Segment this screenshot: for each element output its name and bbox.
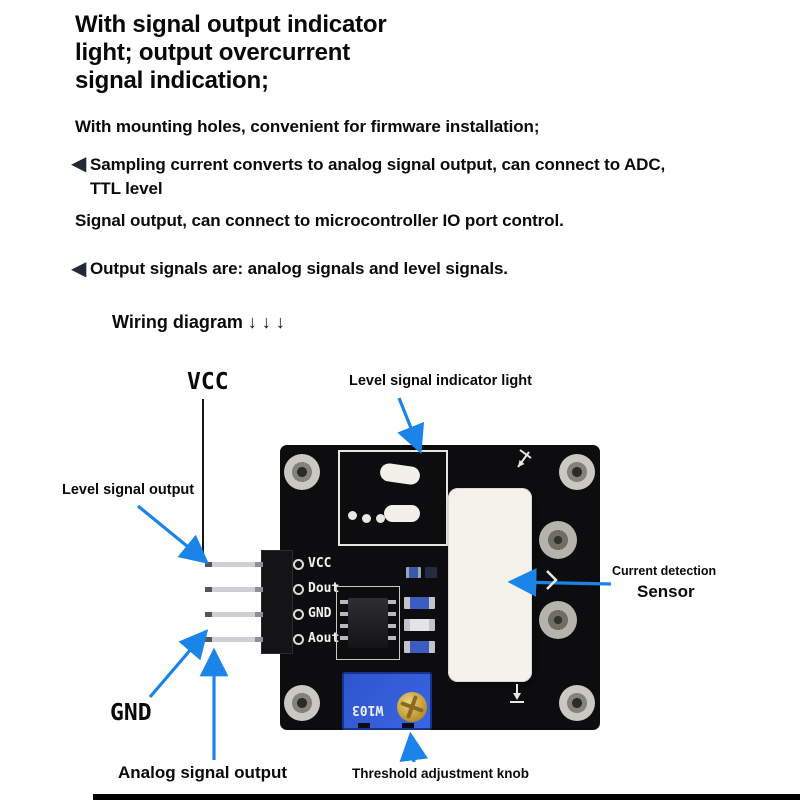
pin-label-aout: Aout	[308, 631, 340, 646]
header-pin-vcc	[205, 562, 263, 567]
level-output-label: Level signal output	[62, 482, 195, 498]
pcb-board: VCC Dout GND Aout W103	[205, 445, 600, 730]
ic-chip	[348, 598, 388, 648]
silkscreen-dot	[362, 514, 371, 523]
smd-resistor	[404, 597, 435, 609]
bottom-divider	[93, 794, 800, 800]
ic-silkscreen-outline	[336, 586, 400, 660]
feature-mounting-holes: With mounting holes, convenient for firm…	[75, 117, 540, 136]
pin-label-vcc: VCC	[308, 556, 332, 571]
header-pin-aout	[205, 637, 263, 642]
level-output-arrow	[136, 504, 209, 565]
smd-resistor	[406, 567, 421, 578]
terminal-pad	[539, 521, 577, 559]
potentiometer-marking: W103	[352, 702, 384, 717]
solder-pad	[293, 609, 304, 620]
adjustment-screw	[397, 692, 427, 722]
mounting-hole	[284, 685, 320, 721]
potentiometer: W103	[342, 672, 432, 730]
header-pin-gnd	[205, 612, 263, 617]
indicator-led	[384, 505, 420, 522]
mounting-hole	[559, 685, 595, 721]
analog-output-label: Analog signal output	[118, 763, 288, 782]
arrow-marker-icon: ◀	[71, 153, 87, 175]
mounting-hole	[284, 454, 320, 490]
feature-sampling-current: Sampling current converts to analog sign…	[90, 155, 666, 198]
pot-notch	[402, 723, 414, 728]
silkscreen-dot	[348, 511, 357, 520]
headline: With signal output indicator light; outp…	[75, 11, 387, 94]
indicator-arrow	[397, 397, 425, 454]
pin-label-dout: Dout	[308, 581, 340, 596]
silkscreen-dot	[376, 514, 385, 523]
mounting-hole	[559, 454, 595, 490]
header-pin-dout	[205, 587, 263, 592]
smd-resistor	[425, 567, 437, 578]
pin-header	[261, 550, 293, 654]
current-detection-label: Current detection	[612, 564, 717, 578]
terminal-pad	[539, 601, 577, 639]
threshold-arrow	[399, 731, 429, 763]
vcc-label: VCC	[187, 369, 229, 395]
arrow-marker-icon: ◀	[71, 258, 87, 280]
gnd-arrow	[148, 629, 209, 699]
current-sensor-component	[448, 488, 532, 682]
solder-pad	[293, 634, 304, 645]
pot-notch	[358, 723, 370, 728]
level-indicator-label: Level signal indicator light	[349, 373, 532, 389]
smd-resistor	[404, 619, 435, 631]
solder-pad	[293, 559, 304, 570]
feature-output-signals: Output signals are: analog signals and l…	[90, 259, 508, 278]
gnd-label: GND	[110, 700, 152, 726]
smd-resistor	[404, 641, 435, 653]
wiring-diagram-heading: Wiring diagram ↓ ↓ ↓	[112, 312, 285, 332]
ic-chip-legs	[388, 600, 396, 646]
feature-signal-output: Signal output, can connect to microcontr…	[75, 211, 564, 230]
pin-label-gnd: GND	[308, 606, 332, 621]
ic-chip-legs	[340, 600, 348, 646]
silkscreen-box	[338, 450, 448, 546]
solder-pad	[293, 584, 304, 595]
sensor-label: Sensor	[637, 582, 695, 601]
threshold-knob-label: Threshold adjustment knob	[352, 766, 530, 781]
